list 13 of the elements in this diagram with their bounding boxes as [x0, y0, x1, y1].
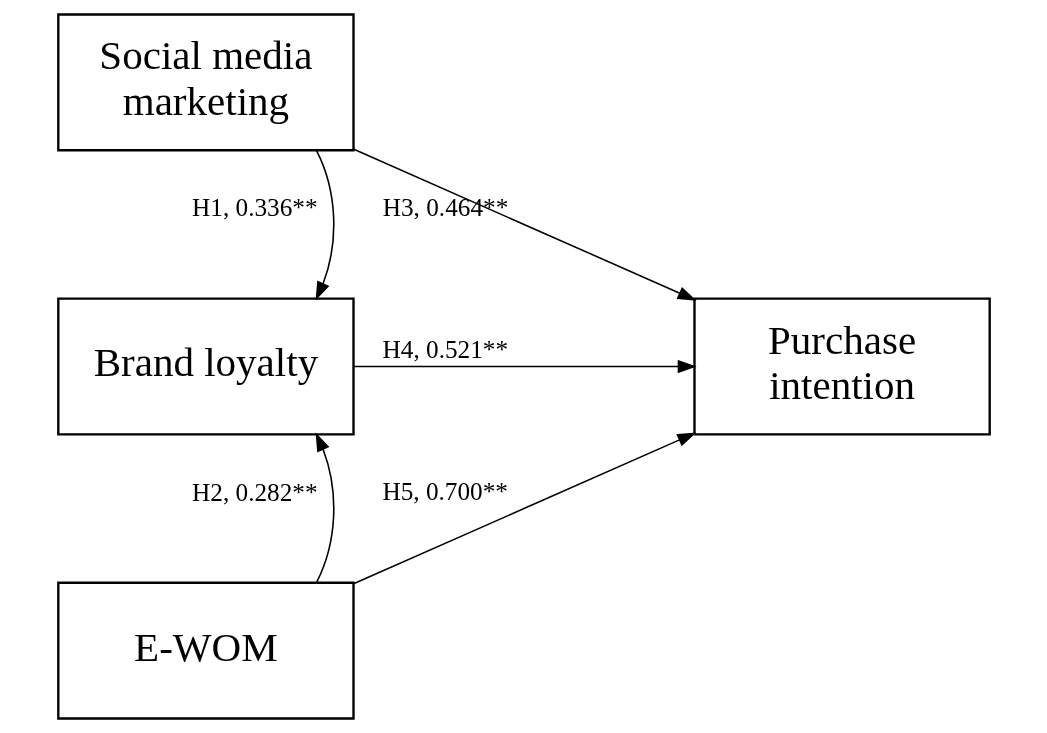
node-box: Brand loyalty: [56, 297, 355, 436]
node-box: E-WOM: [56, 581, 355, 720]
arrow: [352, 359, 697, 374]
edge-label: H5, 0.700**: [381, 477, 508, 506]
edge-label: H4, 0.521**: [382, 335, 508, 364]
edge-label: H2, 0.282**: [191, 477, 318, 506]
arrow: [315, 432, 335, 584]
arrow: [352, 432, 696, 585]
edge-label: H1, 0.336**: [191, 192, 318, 221]
arrow: [315, 149, 335, 301]
arrow: [352, 148, 697, 301]
node-box: Purchase intention: [692, 297, 991, 436]
node-box: Social media marketing: [56, 13, 355, 152]
